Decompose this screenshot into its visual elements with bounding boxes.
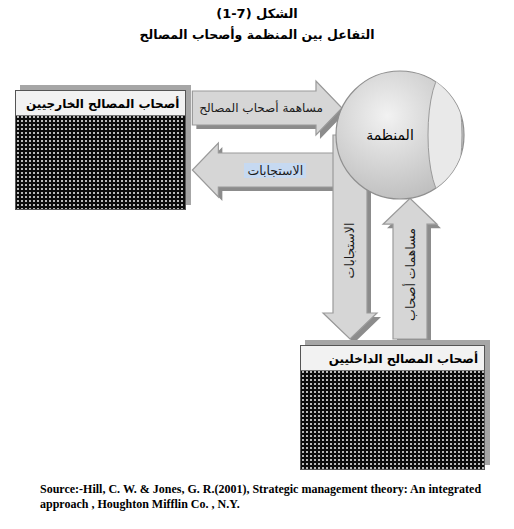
arrow-label: الاستجابات	[244, 163, 306, 178]
figure-title: الشكل (7-1)	[0, 6, 514, 21]
organization-body	[336, 71, 464, 199]
arrow-label: الاستجابات	[342, 220, 357, 282]
organization-circle: المنظمة	[335, 70, 465, 200]
arrow-body	[192, 81, 342, 135]
figure-subtitle: التفاعل بين المنظمة وأصحاب المصالح	[0, 27, 514, 42]
internal-stakeholders-box: أصحاب المصالح الداخليين	[300, 345, 485, 470]
external-stakeholders-box: أصحاب المصالح الخارجيين	[15, 90, 186, 210]
arrow-label: مساهمة أصحاب المصالح	[196, 101, 326, 115]
header-bar: أصحاب المصالح الخارجيين	[16, 91, 185, 116]
stakeholder-heading: أصحاب المصالح الخارجيين	[26, 97, 179, 111]
node-label: المنظمة	[366, 127, 414, 143]
header-bar: أصحاب المصالح الداخليين	[301, 346, 484, 371]
organization-face	[428, 72, 462, 198]
stakeholder-heading: أصحاب المصالح الداخليين	[329, 352, 478, 366]
block-arrow	[192, 81, 346, 139]
arrow-label: مساهمات أصحاب	[402, 225, 417, 324]
block-arrow	[383, 198, 441, 343]
arrow-body	[383, 198, 437, 339]
source-caption: Source:-Hill, C. W. & Jones, G. R.(2001)…	[40, 482, 502, 512]
